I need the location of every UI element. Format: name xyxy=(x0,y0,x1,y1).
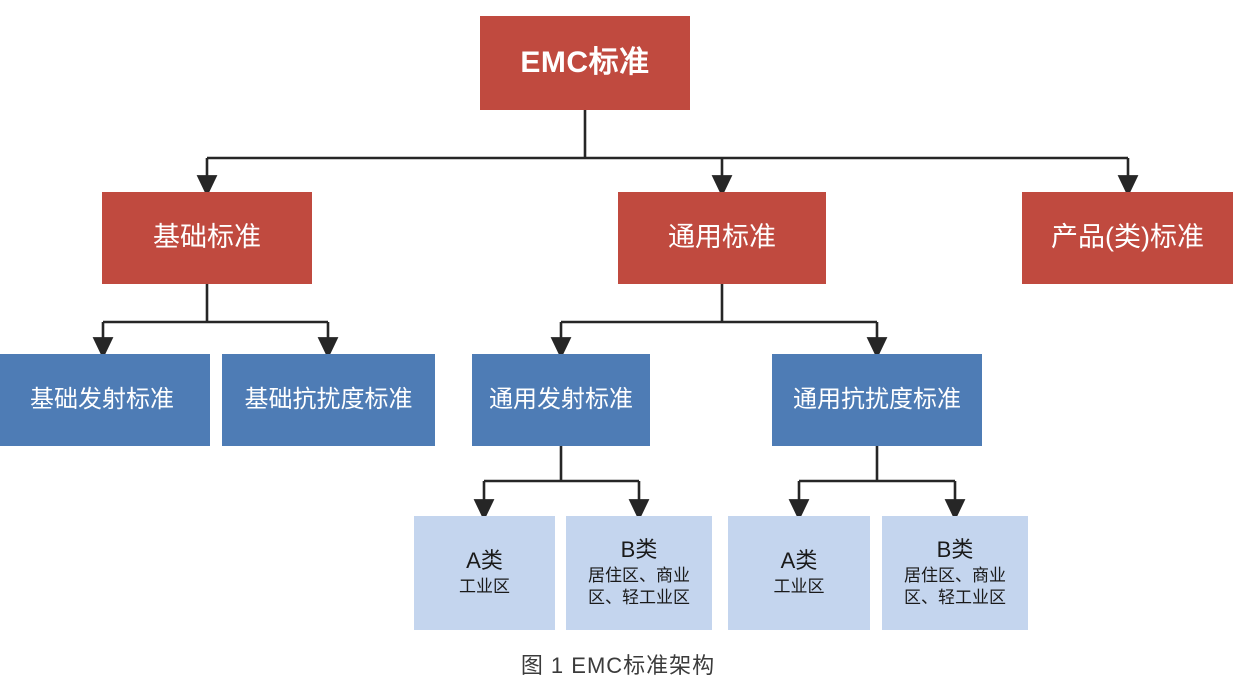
node-generic-emission-class-b[interactable]: B类 居住区、商业区、轻工业区 xyxy=(566,516,712,630)
node-generic-immunity-class-b-label: B类 xyxy=(936,536,974,562)
node-generic-immunity-class-a-label: A类 xyxy=(780,547,818,573)
node-generic-immunity-class-a[interactable]: A类 工业区 xyxy=(728,516,870,630)
node-generic-immunity-standard-label: 通用抗扰度标准 xyxy=(793,385,961,413)
node-basic-emission-standard[interactable]: 基础发射标准 xyxy=(0,354,210,446)
node-generic-emission-class-b-sub: 居住区、商业区、轻工业区 xyxy=(588,565,690,607)
node-basic-emission-standard-label: 基础发射标准 xyxy=(30,385,174,413)
node-generic-immunity-class-a-sub: 工业区 xyxy=(773,576,825,596)
node-generic-immunity-class-b[interactable]: B类 居住区、商业区、轻工业区 xyxy=(882,516,1028,630)
node-emc-standard[interactable]: EMC标准 xyxy=(480,16,690,110)
node-generic-standard[interactable]: 通用标准 xyxy=(618,192,826,284)
node-generic-emission-class-a-sub: 工业区 xyxy=(459,576,510,596)
node-generic-emission-class-a[interactable]: A类 工业区 xyxy=(414,516,555,630)
node-generic-immunity-standard[interactable]: 通用抗扰度标准 xyxy=(772,354,982,446)
node-basic-immunity-standard[interactable]: 基础抗扰度标准 xyxy=(222,354,435,446)
node-emc-standard-label: EMC标准 xyxy=(520,46,650,80)
node-generic-immunity-class-b-sub: 居住区、商业区、轻工业区 xyxy=(904,565,1006,607)
figure-caption: 图 1 EMC标准架构 xyxy=(520,653,716,678)
node-generic-emission-standard-label: 通用发射标准 xyxy=(489,385,633,413)
node-generic-emission-class-b-label: B类 xyxy=(620,536,658,562)
node-product-standard-label: 产品(类)标准 xyxy=(1051,222,1204,253)
node-basic-standard[interactable]: 基础标准 xyxy=(102,192,312,284)
node-generic-emission-standard[interactable]: 通用发射标准 xyxy=(472,354,650,446)
node-generic-standard-label: 通用标准 xyxy=(668,222,776,253)
node-generic-emission-class-a-label: A类 xyxy=(466,547,503,573)
node-basic-immunity-standard-label: 基础抗扰度标准 xyxy=(244,385,413,413)
node-product-standard[interactable]: 产品(类)标准 xyxy=(1022,192,1233,284)
node-basic-standard-label: 基础标准 xyxy=(153,222,261,253)
